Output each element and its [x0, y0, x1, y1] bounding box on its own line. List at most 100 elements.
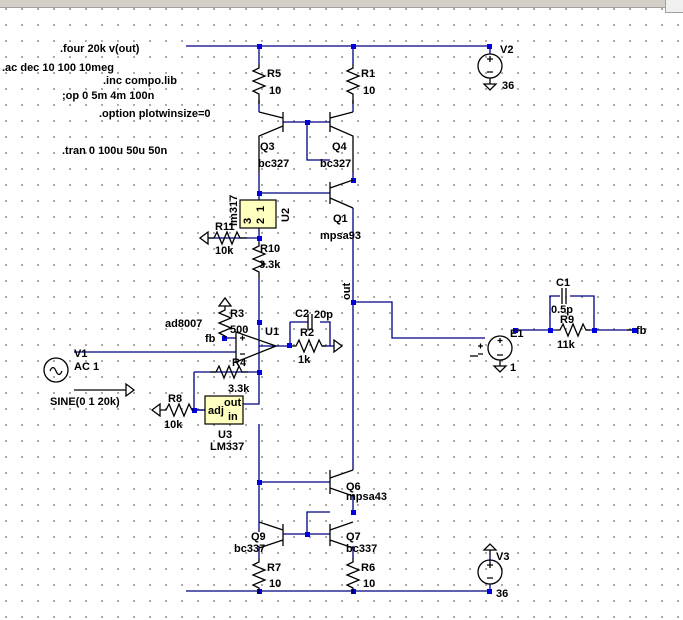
ground-r2	[333, 338, 344, 354]
label-q3-model[interactable]: bc327	[258, 158, 289, 170]
label-r4-name[interactable]: R4	[232, 357, 247, 369]
transistor-q6[interactable]	[329, 469, 354, 497]
voltage-source-v1[interactable]	[43, 357, 69, 383]
directive-ac[interactable]: .ac dec 10 100 10meg	[2, 62, 114, 74]
label-e1-name[interactable]: E1	[510, 328, 523, 340]
label-q1-name[interactable]: Q1	[333, 213, 348, 225]
directive-tran[interactable]: .tran 0 100u 50u 50n	[62, 145, 167, 157]
capacitor-c1[interactable]	[561, 288, 567, 304]
resistor-r4[interactable]	[210, 364, 248, 380]
label-v2-value[interactable]: 36	[502, 80, 514, 92]
label-v2-name[interactable]: V2	[500, 44, 513, 56]
resistor-r10[interactable]	[251, 242, 267, 278]
label-r3-value[interactable]: 500	[230, 324, 248, 336]
label-r5-value[interactable]: 10	[269, 85, 281, 97]
transistor-q9[interactable]	[258, 521, 284, 549]
label-q9-model[interactable]: bc337	[234, 543, 265, 555]
capacitor-c2[interactable]	[307, 314, 313, 330]
label-r1-value[interactable]: 10	[363, 85, 375, 97]
label-ad8007[interactable]: ad8007	[165, 318, 202, 330]
label-r8-value[interactable]: 10k	[164, 419, 183, 431]
label-r7-value[interactable]: 10	[269, 578, 281, 590]
voltage-source-v2[interactable]	[477, 53, 503, 91]
label-c1-name[interactable]: C1	[556, 277, 570, 289]
voltage-source-v3[interactable]	[477, 543, 503, 585]
junction-dot	[222, 336, 227, 341]
label-u3-name[interactable]: U3	[218, 429, 232, 441]
label-q4-name[interactable]: Q4	[332, 141, 348, 153]
label-r1-name[interactable]: R1	[361, 68, 375, 80]
wire-q3q4-base[interactable]	[283, 121, 330, 161]
wire-q9q7-base[interactable]	[283, 511, 330, 535]
label-r7-name[interactable]: R7	[267, 562, 281, 574]
resistor-r5[interactable]	[251, 64, 267, 104]
label-r2-value[interactable]: 1k	[298, 354, 311, 366]
wire-c1-loop[interactable]	[549, 295, 595, 330]
label-r9-name[interactable]: R9	[560, 314, 574, 326]
label-r10-name[interactable]: R10	[260, 243, 280, 255]
label-c2-name[interactable]: C2	[295, 308, 309, 320]
label-q4-model[interactable]: bc327	[320, 158, 351, 170]
directive-op[interactable]: ;op 0 5m 4m 100n	[62, 90, 155, 102]
transistor-q7[interactable]	[329, 521, 354, 549]
wire-c2-loop[interactable]	[289, 321, 331, 346]
resistor-r1[interactable]	[345, 64, 361, 104]
label-u3-part[interactable]: LM337	[210, 441, 244, 453]
transistor-q3[interactable]	[258, 111, 284, 172]
wire-u3-out[interactable]	[243, 372, 260, 405]
transistor-q4[interactable]	[329, 111, 354, 172]
label-v1-value[interactable]: AC 1	[74, 361, 99, 373]
regulator-u2[interactable]	[239, 199, 277, 229]
label-v1-source[interactable]: SINE(0 1 20k)	[50, 396, 120, 408]
transistor-q1[interactable]	[329, 179, 354, 209]
label-r4-value[interactable]: 3.3k	[228, 383, 250, 395]
resistor-r2[interactable]	[292, 338, 326, 354]
label-e1-value[interactable]: 1	[510, 362, 516, 374]
resistor-r7[interactable]	[251, 558, 267, 594]
label-r6-name[interactable]: R6	[361, 562, 375, 574]
label-r9-value[interactable]: 11k	[557, 339, 576, 351]
label-r5-name[interactable]: R5	[267, 68, 281, 80]
resistor-r6[interactable]	[345, 558, 361, 594]
label-v1-name[interactable]: V1	[74, 348, 87, 360]
label-r3-name[interactable]: R3	[230, 308, 244, 320]
resistor-r3[interactable]	[217, 306, 233, 338]
label-q7-model[interactable]: bc337	[346, 543, 377, 555]
directive-option[interactable]: .option plotwinsize=0	[99, 108, 211, 120]
opamp-u1[interactable]	[235, 331, 278, 363]
label-r2-name[interactable]: R2	[300, 327, 314, 339]
net-out[interactable]: out	[341, 283, 353, 300]
label-c2-value[interactable]: 20p	[314, 309, 333, 321]
resistor-r8[interactable]	[160, 402, 194, 418]
net-fb-left[interactable]: fb	[205, 333, 216, 345]
label-q1-model[interactable]: mpsa93	[320, 230, 361, 242]
resistor-r11[interactable]	[208, 230, 247, 246]
label-r8-name[interactable]: R8	[168, 393, 182, 405]
label-v3-value[interactable]: 36	[496, 588, 508, 600]
label-u2-name[interactable]: U2	[280, 208, 292, 222]
regulator-u3[interactable]	[204, 395, 244, 425]
net-fb-right[interactable]: fb	[636, 325, 647, 337]
label-q6-model[interactable]: mpsa43	[346, 491, 387, 503]
label-r11-value[interactable]: 10k	[215, 245, 234, 257]
label-u2-part[interactable]: lm317	[228, 195, 240, 226]
label-r11-name[interactable]: R11	[215, 221, 235, 233]
junction-dot	[513, 328, 518, 333]
label-q7-name[interactable]: Q7	[346, 531, 361, 543]
vcvs-e1[interactable]	[478, 335, 513, 373]
resistor-r9[interactable]	[556, 322, 590, 338]
label-q9-name[interactable]: Q9	[251, 531, 266, 543]
label-v3-name[interactable]: V3	[496, 551, 509, 563]
label-u3-pin-in: in	[228, 411, 238, 423]
label-u1-name[interactable]: U1	[265, 326, 279, 338]
ground-r11	[198, 230, 209, 246]
label-q3-name[interactable]: Q3	[260, 141, 275, 153]
wire-out-e1[interactable]	[353, 301, 485, 339]
label-r6-value[interactable]: 10	[363, 578, 375, 590]
label-c1-value[interactable]: 0.5p	[551, 304, 573, 316]
label-q6-name[interactable]: Q6	[346, 481, 361, 493]
directive-inc[interactable]: .inc compo.lib	[103, 75, 177, 87]
directive-four[interactable]: .four 20k v(out)	[60, 43, 140, 55]
label-r10-value[interactable]: 3.3k	[259, 259, 281, 271]
